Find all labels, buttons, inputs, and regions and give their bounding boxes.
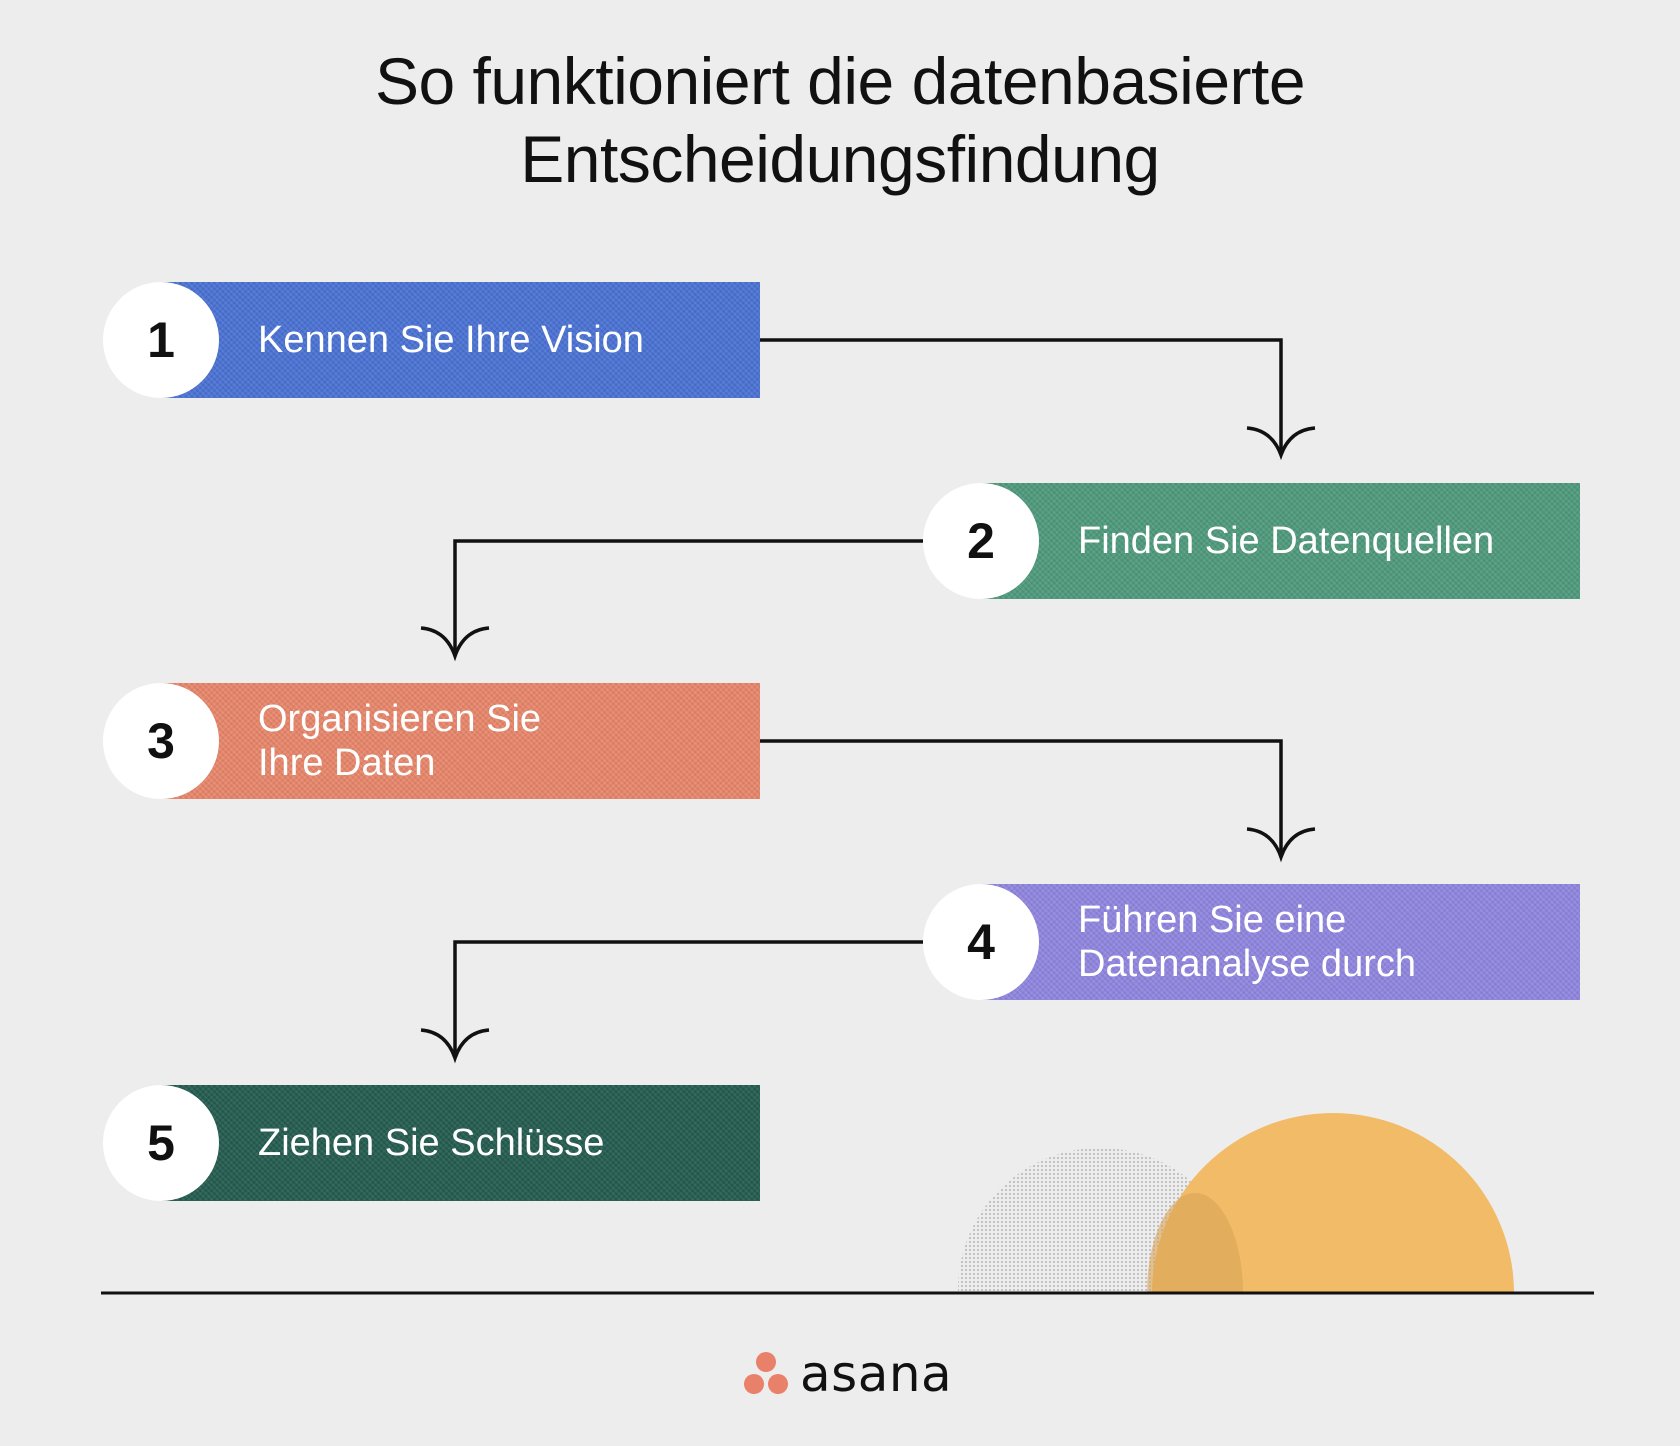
step-3-label: Organisieren Sie Ihre Daten <box>258 698 542 784</box>
step-1-label: Kennen Sie Ihre Vision <box>258 319 644 361</box>
step-2-label: Finden Sie Datenquellen <box>1078 520 1495 562</box>
step-3-number: 3 <box>103 683 219 799</box>
step-2: 2 Finden Sie Datenquellen <box>923 483 1580 599</box>
connector-3-4 <box>704 739 1283 857</box>
step-5-label: Ziehen Sie Schlüsse <box>258 1122 605 1164</box>
step-4: 4 Führen Sie eine Datenanalyse durch <box>923 884 1580 1000</box>
step-3: 3 Organisieren Sie Ihre Daten <box>103 683 760 799</box>
title-line-2: Entscheidungsfindung <box>520 122 1160 196</box>
step-1: 1 Kennen Sie Ihre Vision <box>103 282 760 398</box>
page-title: So funktioniert die datenbasierte Entsch… <box>0 42 1680 198</box>
arrowhead-icon <box>420 626 490 662</box>
title-line-1: So funktioniert die datenbasierte <box>374 44 1306 118</box>
asana-logo: asana <box>742 1345 952 1403</box>
sun-icon <box>1152 1113 1514 1293</box>
step-1-number: 1 <box>103 282 219 398</box>
arrowhead-icon <box>1246 827 1316 863</box>
step-4-bar <box>981 884 1580 1000</box>
connector-2-3 <box>453 539 923 656</box>
step-1-bar <box>161 282 760 398</box>
step-5-bar <box>161 1085 760 1201</box>
arrowhead-icon <box>1246 426 1316 461</box>
connector-4-5 <box>453 940 923 1058</box>
step-5: 5 Ziehen Sie Schlüsse <box>103 1085 760 1201</box>
connector-1-2 <box>704 338 1283 455</box>
step-2-number: 2 <box>923 483 1039 599</box>
step-4-number: 4 <box>923 884 1039 1000</box>
step-5-number: 5 <box>103 1085 219 1201</box>
logo-text: asana <box>800 1345 953 1403</box>
step-4-label: Führen Sie eine Datenanalyse durch <box>1078 899 1416 985</box>
step-3-bar <box>161 683 760 799</box>
step-2-bar <box>981 483 1580 599</box>
asana-dots-icon <box>744 1352 788 1394</box>
arrowhead-icon <box>420 1028 490 1064</box>
